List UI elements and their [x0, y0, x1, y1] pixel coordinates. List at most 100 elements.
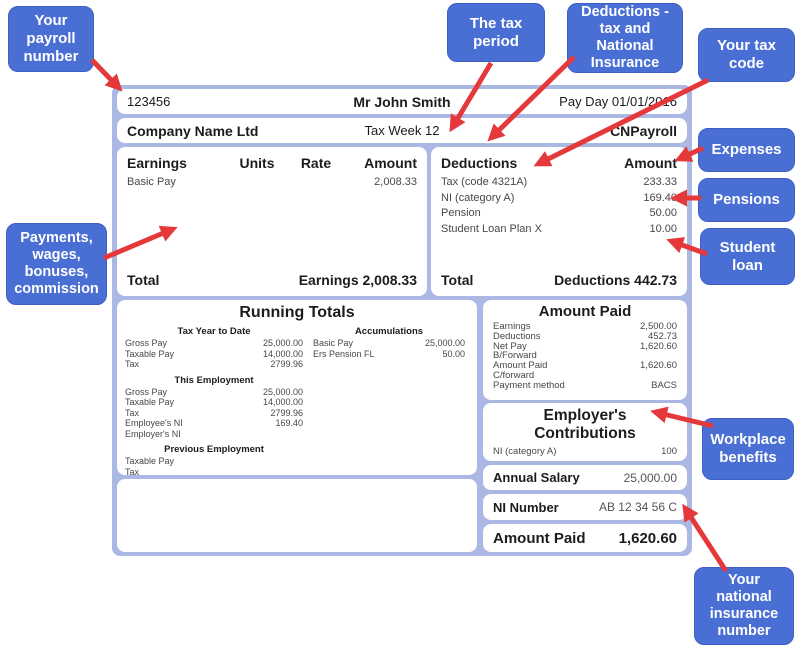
- annual-salary-value: 25,000.00: [623, 470, 677, 485]
- running-label: Ers Pension FL: [313, 348, 375, 359]
- deduction-label: NI (category A): [441, 191, 515, 204]
- deduction-row: Pension 50.00: [441, 207, 677, 220]
- earnings-row: Basic Pay 2,008.33: [127, 176, 417, 189]
- amount-paid-value: BACS: [651, 379, 677, 391]
- rate-col-header: Rate: [300, 155, 332, 171]
- running-row: Tax 2799.96: [125, 359, 303, 370]
- deductions-col-header: Deductions: [441, 155, 518, 171]
- previous-employment-header: Previous Employment: [164, 444, 264, 455]
- callout-expenses: Expenses: [698, 128, 795, 172]
- employers-contribution-row: NI (category A) 100: [493, 446, 677, 457]
- running-row: Taxable Pay: [125, 456, 303, 467]
- running-value: 14,000.00: [262, 397, 303, 407]
- company-name: Company Name Ltd: [127, 122, 259, 139]
- deductions-panel: Deductions Amount Tax (code 4321A) 233.3…: [431, 147, 687, 296]
- employers-contribution-label: NI (category A): [493, 446, 557, 457]
- callout-pensions: Pensions: [698, 178, 795, 222]
- employee-name: Mr John Smith: [353, 93, 451, 110]
- amount-paid-label: Deductions: [493, 330, 541, 342]
- annual-salary-row: Annual Salary 25,000.00: [483, 465, 687, 490]
- amount-paid-total-value: 1,620.60: [618, 529, 677, 547]
- running-totals-title: Running Totals: [239, 304, 355, 321]
- deductions-header: Deductions Amount: [441, 155, 677, 171]
- deductions-total-row: Total Deductions 442.73: [441, 272, 677, 288]
- amount-paid-value: 2,500.00: [640, 321, 677, 332]
- amount-paid-label: B/Forward: [493, 350, 537, 362]
- company-row: Company Name Ltd Tax Week 12 CNPayroll: [117, 118, 687, 143]
- arrow-payroll-number: [90, 58, 123, 92]
- amount-paid-label: Net Pay: [493, 340, 527, 352]
- earnings-header: Earnings Units Rate Amount: [127, 155, 417, 171]
- running-value: 2799.96: [270, 359, 303, 369]
- deduction-value: 50.00: [649, 207, 677, 219]
- deduction-row: Tax (code 4321A) 233.33: [441, 176, 677, 189]
- this-employment-header: This Employment: [174, 374, 254, 386]
- ni-number-row: NI Number AB 12 34 56 C: [483, 494, 687, 520]
- running-label: Employer's NI: [125, 428, 181, 439]
- deduction-row: NI (category A) 169.40: [441, 192, 677, 205]
- deduction-label: Student Loan Plan X: [441, 222, 542, 235]
- payroll-software-name: CNPayroll: [610, 122, 677, 139]
- running-value: 50.00: [442, 348, 465, 359]
- amount-paid-title: Amount Paid: [538, 303, 632, 320]
- amount-paid-row: B/Forward: [493, 351, 677, 361]
- earnings-row-label: Basic Pay: [127, 176, 176, 188]
- running-row: Ers Pension FL 50.00: [313, 349, 465, 360]
- employers-contribution-value: 100: [661, 446, 677, 457]
- running-totals-left-column: Tax Year to Date Gross Pay 25,000.00 Taxa…: [125, 326, 303, 475]
- employers-contributions-title: Employer's Contributions: [534, 407, 636, 442]
- running-row: Tax 2799.96: [125, 408, 303, 419]
- amount-paid-value: 452.73: [647, 330, 677, 342]
- callout-deductions-ni: Deductions - tax and National Insurance: [567, 3, 683, 73]
- deduction-label: Tax (code 4321A): [441, 176, 528, 188]
- deductions-total-value: Deductions 442.73: [554, 272, 677, 288]
- running-value: 25,000.00: [262, 338, 303, 348]
- callout-student-loan: Student loan: [700, 228, 795, 285]
- deductions-total-label: Total: [441, 272, 474, 288]
- tax-period-value: Tax Week 12: [364, 123, 440, 138]
- amount-paid-value: 1,620.60: [640, 360, 677, 372]
- pay-day: Pay Day 01/01/2016: [559, 94, 677, 109]
- running-totals-panel: Running Totals Tax Year to Date Gross Pa…: [117, 300, 477, 475]
- earnings-total-row: Total Earnings 2,008.33: [127, 272, 417, 288]
- amount-paid-row: Deductions 452.73: [493, 330, 677, 342]
- running-value: 14,000.00: [262, 348, 303, 359]
- running-row: Employer's NI: [125, 429, 303, 440]
- payslip: 123456 Mr John Smith Pay Day 01/01/2016 …: [112, 85, 692, 556]
- tax-year-to-date-header: Tax Year to Date: [177, 326, 251, 337]
- running-label: Tax: [125, 407, 140, 418]
- payslip-header-row: 123456 Mr John Smith Pay Day 01/01/2016: [117, 89, 687, 114]
- annual-salary-label: Annual Salary: [493, 470, 580, 485]
- earnings-row-amount: 2,008.33: [374, 176, 417, 188]
- ni-number-label: NI Number: [493, 499, 559, 515]
- running-label: Tax: [125, 466, 140, 476]
- deductions-amount-header: Amount: [624, 155, 677, 171]
- running-row: Gross Pay 25,000.00: [125, 338, 303, 349]
- callout-tax-period: The tax period: [447, 3, 545, 62]
- units-col-header: Units: [239, 155, 275, 171]
- deduction-value: 233.33: [643, 176, 677, 188]
- running-value: 25,000.00: [262, 386, 303, 397]
- earnings-total-label: Total: [127, 272, 160, 288]
- running-label: Tax: [125, 359, 140, 369]
- callout-workplace-benefits: Workplace benefits: [702, 418, 794, 480]
- earnings-col-header: Earnings: [127, 155, 187, 171]
- running-value: 2799.96: [270, 407, 303, 418]
- running-label: Basic Pay: [313, 338, 354, 348]
- deduction-row: Student Loan Plan X 10.00: [441, 223, 677, 236]
- amount-paid-value: 1,620.60: [640, 340, 677, 352]
- amount-paid-row: Net Pay 1,620.60: [493, 340, 677, 352]
- callout-payments-wages: Payments, wages, bonuses, commission: [6, 223, 107, 305]
- ni-number-value: AB 12 34 56 C: [598, 500, 677, 514]
- running-label: Gross Pay: [125, 338, 168, 348]
- callout-payroll-number: Your payroll number: [8, 6, 94, 72]
- earnings-total-value: Earnings 2,008.33: [298, 272, 417, 288]
